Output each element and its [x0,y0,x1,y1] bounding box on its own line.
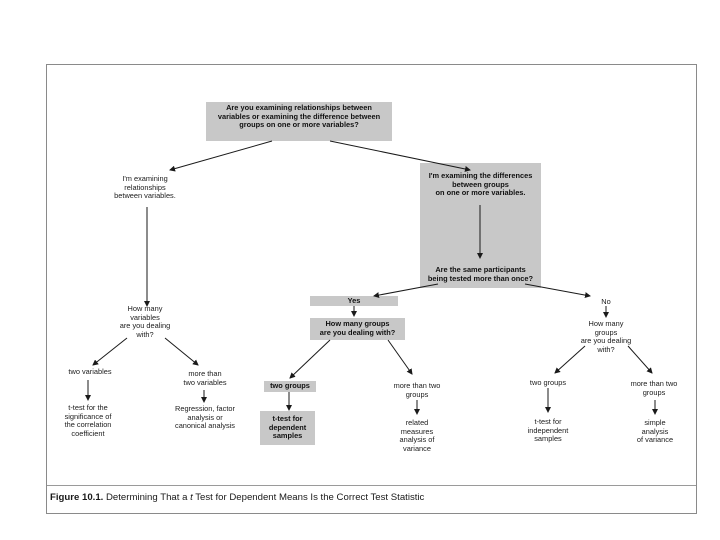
regression-text: Regression, factor analysis or canonical… [175,404,235,431]
yes-label: Yes [347,296,361,305]
yes-box [310,296,398,306]
arrow-root-to-differences [329,140,471,172]
relationships-text: I'm examining relationships between vari… [114,174,176,201]
how-many-groups-yes-box [310,318,405,340]
figure-number: Figure 10.1. [50,492,104,503]
arrow-groups-no-right [627,345,653,374]
caption-part-2: Test for Dependent Means Is the Correct … [192,492,425,503]
differences-text: I'm examining the differences between gr… [428,171,533,198]
how-many-variables-text: How many variables are you dealing with? [119,304,171,339]
ttest-dependent-text: t-test for dependent samples [268,414,307,441]
how-many-groups-no-text: How many groups are you dealing with? [580,319,632,354]
related-measures-text: related measures analysis of variance [399,418,435,453]
arrow-groups-yes-left [289,339,331,379]
more-than-two-groups-yes-text: more than two groups [393,381,441,399]
ttest-independent-text: t-test for independent samples [527,417,569,444]
two-groups-yes-text: two groups [270,381,310,390]
simple-anova-text: simple analysis of variance [636,418,674,445]
more-than-two-variables-text: more than two variables [183,369,227,387]
arrow-variables-right [164,337,199,366]
arrow-to-no [524,283,591,299]
caption-italic-t: t [190,492,193,503]
how-many-groups-yes-text: How many groups are you dealing with? [319,319,396,337]
root-question-box [206,102,392,141]
two-groups-yes-box [264,381,316,392]
figure-caption: Figure 10.1. Determining That a t Test f… [50,492,424,503]
same-participants-text: Are the same participants being tested m… [427,265,534,283]
figure-panel [47,65,696,486]
two-groups-no-text: two groups [529,378,567,387]
caption-part-1: Determining That a [103,492,191,503]
ttest-dependent-box [260,411,315,445]
arrow-to-yes [373,283,439,299]
ttest-correlation-text: t-test for the significance of the corre… [64,403,112,438]
arrow-groups-yes-right [387,339,413,375]
more-than-two-groups-no-text: more than two groups [630,379,678,397]
arrow-root-to-relationships [169,140,273,172]
no-label: No [601,297,611,306]
arrow-variables-left [92,337,128,366]
two-variables-text: two variables [68,367,112,376]
root-question-text: Are you examining relationships between … [217,103,381,130]
arrow-groups-no-left [554,345,586,374]
